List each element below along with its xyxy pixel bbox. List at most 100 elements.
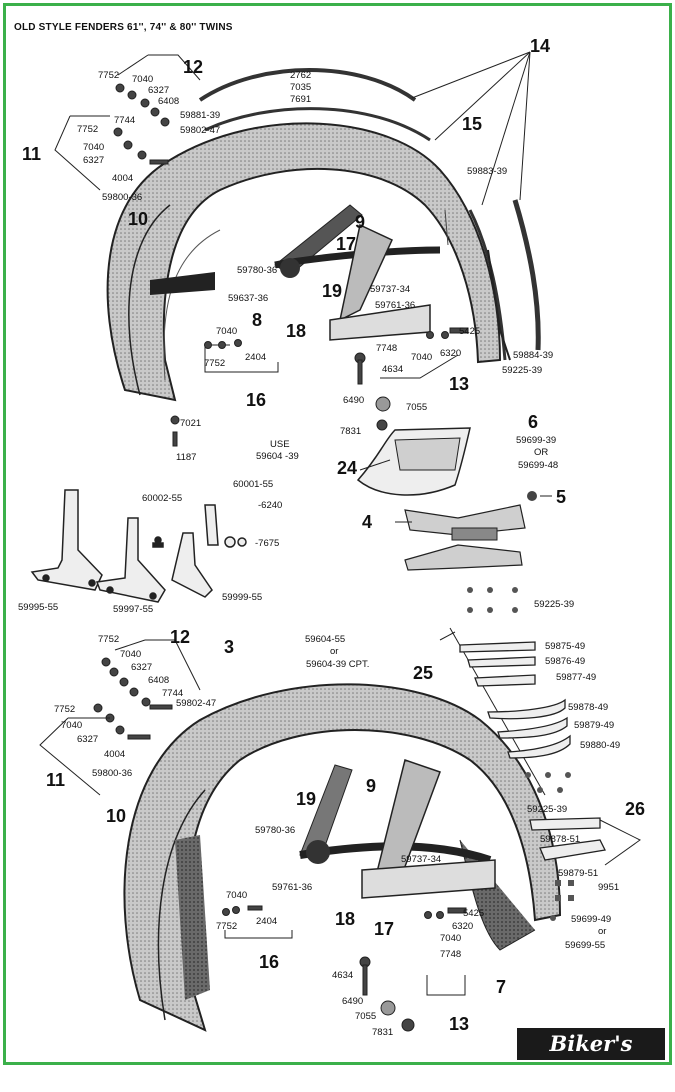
pn-7055-a: 7055 <box>406 402 427 413</box>
pn-6490-b: 6490 <box>342 996 363 1007</box>
pn-7675: -7675 <box>255 538 279 549</box>
fender-stay-lower <box>299 759 496 899</box>
pn-59800-a: 59800-36 <box>102 192 142 203</box>
bracket-lines-bottom <box>39 627 641 996</box>
callout-16-top: 16 <box>246 390 266 410</box>
pn-2404-b: 2404 <box>256 916 277 927</box>
exploded-parts-diagram: 14 15 12 11 10 9 17 19 8 18 16 13 6 24 5… <box>18 36 645 1038</box>
pn-59879: 59879-49 <box>574 720 614 731</box>
pn-6320-b: 6320 <box>452 921 473 932</box>
rear-tip-24 <box>356 427 471 496</box>
pn-59883: 59883-39 <box>467 166 507 177</box>
pn-7691: 7691 <box>290 94 311 105</box>
pn-7021: 7021 <box>180 418 201 429</box>
trim-strip-top <box>198 68 417 102</box>
pn-or-cpt: or <box>330 646 338 657</box>
pn-59699-39: 59699-39 <box>516 435 556 446</box>
pn-2762: 2762 <box>290 70 311 81</box>
callout-26: 26 <box>625 799 645 819</box>
pn-59780-a: 59780-36 <box>237 265 277 276</box>
pn-7752-b: 7752 <box>77 124 98 135</box>
pn-59604-39-use: 59604 -39 <box>256 451 299 462</box>
pn-59876: 59876-49 <box>545 656 585 667</box>
pn-4634-a: 4634 <box>382 364 403 375</box>
pn-59802-b: 59802-47 <box>176 698 216 709</box>
callout-9-top: 9 <box>355 212 365 232</box>
pn-6408-a: 6408 <box>158 96 179 107</box>
pn-7035: 7035 <box>290 82 311 93</box>
callout-13-top: 13 <box>449 374 469 394</box>
pn-1187: 1187 <box>176 452 196 463</box>
pn-59699-49: 59699-49 <box>571 914 611 925</box>
callout-19-top: 19 <box>322 281 342 301</box>
pn-59995: 59995-55 <box>18 602 58 613</box>
nut-5 <box>527 491 552 501</box>
pn-5425-b: 5425 <box>463 908 484 919</box>
pn-4004-a: 4004 <box>112 173 133 184</box>
callout-12-top: 12 <box>183 57 203 77</box>
pn-59604-55: 59604-55 <box>305 634 345 645</box>
pn-59225-b: 59225-39 <box>534 599 574 610</box>
pn-6408-b: 6408 <box>148 675 169 686</box>
pn-4004-b: 4004 <box>104 749 125 760</box>
pn-7040-d: 7040 <box>411 352 432 363</box>
bracket-lines-top <box>54 54 459 379</box>
hardware-bottom <box>93 657 467 1032</box>
callout-16-bottom: 16 <box>259 952 279 972</box>
front-fender-upper <box>106 122 502 402</box>
pn-6327-d: 6327 <box>77 734 98 745</box>
pn-use: USE <box>270 439 290 450</box>
callout-11-top: 11 <box>22 144 41 164</box>
callout-18-bottom: 18 <box>335 909 355 929</box>
pn-7040-f: 7040 <box>61 720 82 731</box>
pn-5425-a: 5425 <box>459 326 480 337</box>
pn-6490-a: 6490 <box>343 395 364 406</box>
pn-7040-b: 7040 <box>83 142 104 153</box>
pn-59802-a: 59802-47 <box>180 125 220 136</box>
pn-59881: 59881-39 <box>180 110 220 121</box>
pn-59737-a: 59737-34 <box>370 284 410 295</box>
pn-7831-b: 7831 <box>372 1027 393 1038</box>
pn-7055-b: 7055 <box>355 1011 376 1022</box>
pn-59225-c: 59225-39 <box>527 804 567 815</box>
bikers-store-logo: Biker's Store <box>517 1028 665 1088</box>
pn-6320-a: 6320 <box>440 348 461 359</box>
callout-19-bottom: 19 <box>296 789 316 809</box>
callout-10-bottom: 10 <box>106 806 126 826</box>
pn-59800-b: 59800-36 <box>92 768 132 779</box>
license-brackets <box>30 489 247 603</box>
pn-7040-a: 7040 <box>132 74 153 85</box>
part-numbers: 2762 7035 7691 7752 7040 6327 6408 7744 … <box>18 70 620 1038</box>
pn-59878: 59878-49 <box>568 702 608 713</box>
pn-59877: 59877-49 <box>556 672 596 683</box>
pn-59999: 59999-55 <box>222 592 262 603</box>
callout-13-bottom: 13 <box>449 1014 469 1034</box>
hinge-4 <box>395 504 526 571</box>
pn-or-bottom: or <box>598 926 606 937</box>
pn-7748-b: 7748 <box>440 949 461 960</box>
callout-12-bottom: 12 <box>170 627 190 647</box>
leader-lines-14 <box>411 51 531 206</box>
pn-7040-c: 7040 <box>216 326 237 337</box>
pn-7748-a: 7748 <box>376 343 397 354</box>
pn-6327-a: 6327 <box>148 85 169 96</box>
pn-7744-a: 7744 <box>114 115 135 126</box>
callout-15: 15 <box>462 114 482 134</box>
pn-7744-b: 7744 <box>162 688 183 699</box>
pn-59637: 59637-36 <box>228 293 268 304</box>
callout-17-bottom: 17 <box>374 919 394 939</box>
callout-9-bottom: 9 <box>366 776 376 796</box>
hardware-top <box>113 83 469 447</box>
callout-4: 4 <box>362 512 372 532</box>
pn-7040-g: 7040 <box>226 890 247 901</box>
callout-7: 7 <box>496 977 506 997</box>
callout-5: 5 <box>556 487 566 507</box>
callout-25: 25 <box>413 663 433 683</box>
pn-59884: 59884-39 <box>513 350 553 361</box>
pn-6240: -6240 <box>258 500 282 511</box>
pn-7831-a: 7831 <box>340 426 361 437</box>
pn-2404-a: 2404 <box>245 352 266 363</box>
pn-7040-e: 7040 <box>120 649 141 660</box>
pn-6327-b: 6327 <box>83 155 104 166</box>
trim-pieces-25 <box>459 641 606 861</box>
